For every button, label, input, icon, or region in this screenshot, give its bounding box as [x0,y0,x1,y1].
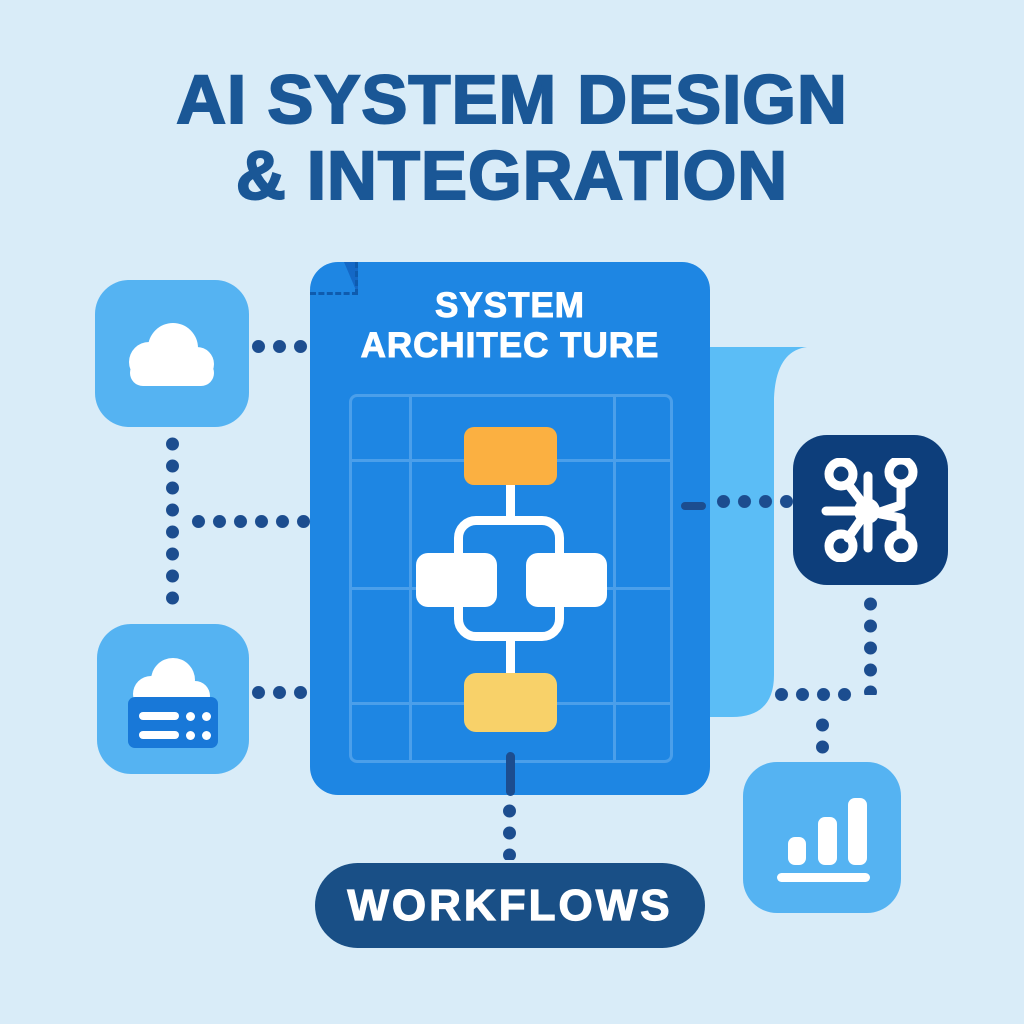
connector-cloud-to-server [166,433,179,613]
cloud-tile [95,280,249,427]
bar-chart-tile [743,762,901,913]
connector-card-to-network [713,495,797,508]
workflows-pill: WORKFLOWS [315,863,705,948]
flow-node-right [526,553,607,607]
bar [848,798,867,865]
connector-network-down [864,593,877,695]
workflows-label: WORKFLOWS [347,880,673,930]
flow-node-top [464,427,557,485]
connector-branch-to-card [188,515,311,528]
connector-elbow-left [771,688,855,701]
connector-server-to-card [248,686,312,699]
card-title-line-2: ARCHITEC TURE [360,326,660,366]
connector-cloud-to-card [248,340,312,353]
cloud-server-tile [97,624,249,774]
cloud-icon [129,323,214,386]
server-box-icon [128,697,218,748]
connector-card-to-workflows [503,800,516,860]
card-title: SYSTEM ARCHITEC TURE [310,286,710,366]
bar [788,837,806,865]
page-title: AI SYSTEM DESIGN & INTEGRATION [0,61,1024,215]
network-tile [793,435,948,585]
flow-node-left [416,553,497,607]
folded-corner-icon [310,262,358,295]
grid-line [409,397,412,760]
connector-dash-card-bottom [506,752,515,796]
server-line [139,712,179,720]
server-dot [186,731,195,740]
grid-line [613,397,616,760]
card-title-line-1: SYSTEM [435,286,585,326]
connector-dash-card-right [681,502,706,510]
server-dot [186,712,195,721]
title-line-1: AI SYSTEM DESIGN [175,61,848,139]
bar-baseline [777,873,870,882]
network-nodes-icon [821,458,918,562]
architecture-card: SYSTEM ARCHITEC TURE [310,262,710,795]
title-line-2: & INTEGRATION [235,137,789,215]
server-dot [202,731,211,740]
server-line [139,731,179,739]
flow-node-bottom [464,673,557,732]
server-dot [202,712,211,721]
flow-connector-bottom [506,632,515,680]
flow-connector-top [506,478,515,526]
connector-elbow-to-chart [816,714,829,758]
bar [818,817,837,865]
